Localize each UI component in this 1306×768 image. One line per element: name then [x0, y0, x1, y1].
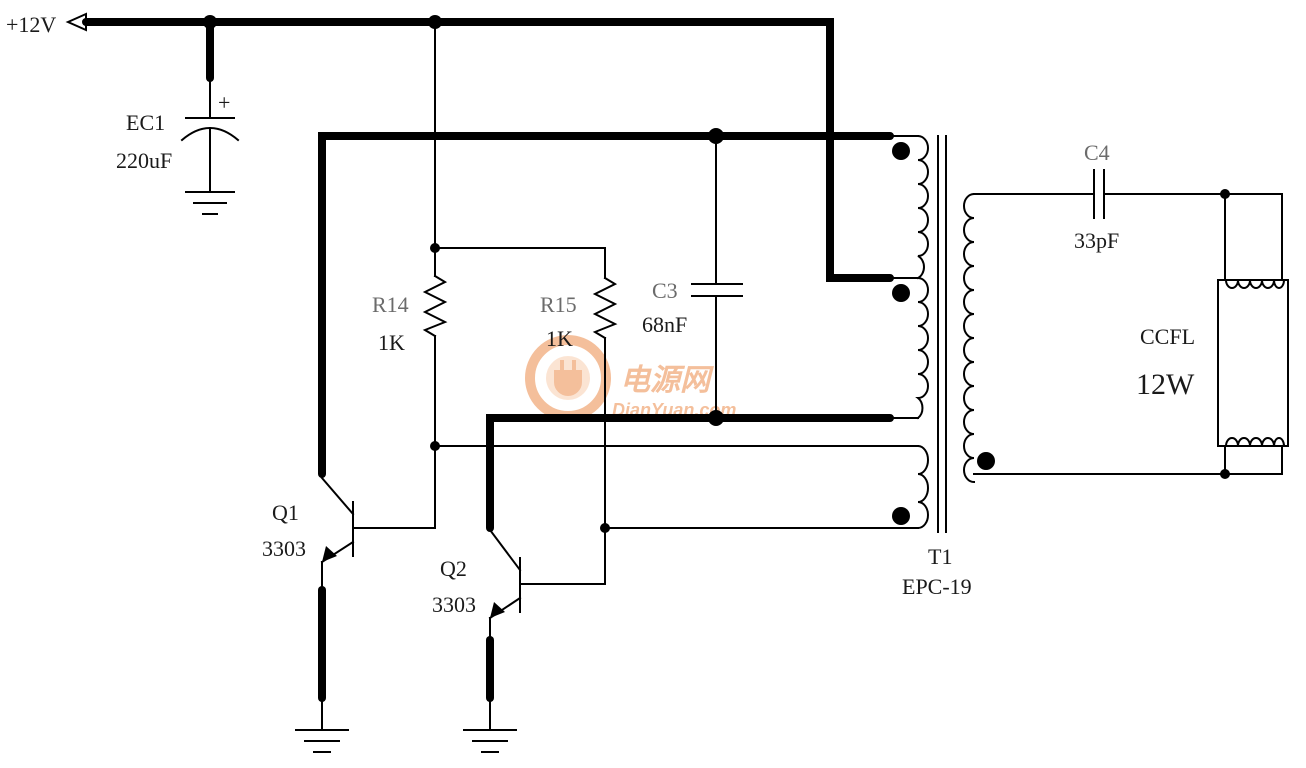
- capacitor-c3: C3 68nF: [642, 135, 743, 419]
- output-circuit: C4 33pF CCFL 12W: [973, 140, 1289, 479]
- ccfl-ref: CCFL: [1140, 324, 1195, 349]
- r15-ref: R15: [540, 292, 577, 317]
- polarity-dot: [892, 507, 910, 525]
- q2-value: 3303: [432, 592, 476, 617]
- t1-value: EPC-19: [902, 574, 972, 599]
- c3-ref: C3: [652, 278, 678, 303]
- ccfl-lamp-tube: [1217, 279, 1289, 447]
- ec1-value: 220uF: [116, 148, 172, 173]
- q2-emitter-arrow-icon: [490, 602, 505, 618]
- dianyuan-watermark: 电源网 DianYuan.com: [525, 335, 736, 421]
- polarity-dot: [977, 452, 995, 470]
- q2-collector-wire: [486, 414, 894, 532]
- supply-rail: +12V: [6, 12, 894, 282]
- watermark-cn-text: 电源网: [620, 364, 714, 397]
- q1-emitter-arrow-icon: [322, 546, 337, 562]
- q1-ref: Q1: [272, 500, 299, 525]
- capacitor-ec1: + EC1 220uF: [116, 18, 240, 215]
- ec1-polarity: +: [218, 90, 230, 115]
- ccfl-filament-top: [1224, 278, 1286, 289]
- q1-value: 3303: [262, 536, 306, 561]
- resistor-r15: [592, 276, 618, 340]
- polarity-dot: [892, 142, 910, 160]
- transistor-q2: Q2 3303: [432, 528, 606, 753]
- c4-ref: C4: [1084, 140, 1110, 165]
- ccfl-filament-bottom: [1224, 437, 1286, 448]
- c3-value: 68nF: [642, 312, 687, 337]
- t1-primary-winding-a: [916, 134, 929, 280]
- transformer-t1: T1 EPC-19: [889, 134, 995, 599]
- plug-icon: [554, 360, 582, 396]
- transistor-q1: Q1 3303: [262, 476, 436, 753]
- r15-value: 1K: [546, 326, 573, 351]
- t1-ref: T1: [928, 544, 952, 569]
- q1-collector-wire: [318, 132, 894, 478]
- q2-ref: Q2: [440, 556, 467, 581]
- rail-12v-wire: [82, 18, 894, 282]
- t1-secondary-winding: [963, 192, 976, 484]
- r14-value: 1K: [378, 330, 405, 355]
- polarity-dot: [892, 284, 910, 302]
- supply-label: +12V: [6, 12, 56, 37]
- t1-feedback-winding: [916, 444, 929, 530]
- c4-value: 33pF: [1074, 228, 1119, 253]
- t1-primary-winding-b: [915, 276, 929, 420]
- ccfl-value: 12W: [1136, 368, 1195, 401]
- ec1-ref: EC1: [126, 110, 165, 135]
- resistor-r14: [422, 274, 448, 338]
- r14-ref: R14: [372, 292, 409, 317]
